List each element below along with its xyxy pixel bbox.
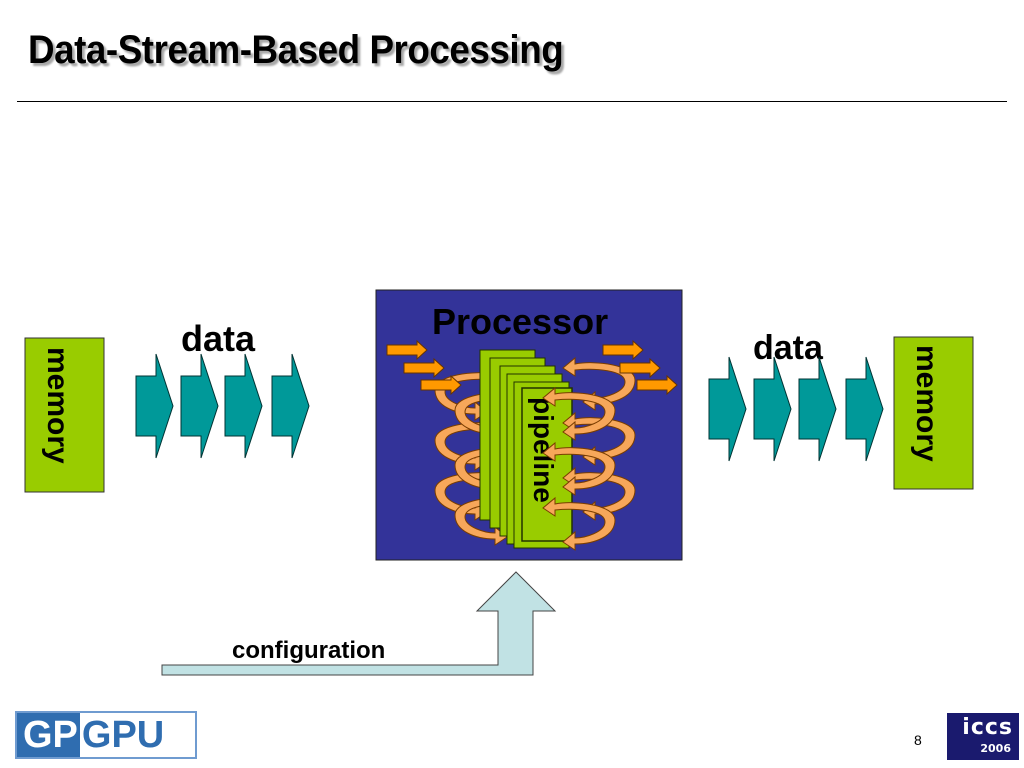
data-arrow-icon <box>845 356 884 462</box>
configuration-label: configuration <box>232 637 385 664</box>
output-data-arrows <box>708 356 884 462</box>
iccs-logo-year: 2006 <box>980 742 1011 755</box>
processor-block: Processor pipeline <box>375 289 683 561</box>
slide-title: Data-Stream-Based Processing <box>28 28 564 72</box>
left-memory-label: memory <box>41 347 74 464</box>
processor-label: Processor <box>432 301 608 342</box>
data-arrow-icon <box>708 356 747 462</box>
page-number: 8 <box>914 732 922 748</box>
iccs-logo-text: iccs <box>962 715 1013 740</box>
configuration-arrow: configuration <box>161 571 557 676</box>
data-arrow-icon <box>135 353 174 459</box>
output-data-label: data <box>753 329 824 367</box>
data-arrow-icon <box>271 353 310 459</box>
input-data-label: data <box>181 318 256 359</box>
gpgpu-logo-part1: GP <box>17 713 80 757</box>
left-memory-block: memory <box>24 337 105 493</box>
data-arrow-icon <box>753 356 792 462</box>
pipeline-stack: pipeline <box>479 349 573 549</box>
right-memory-block: memory <box>893 336 974 490</box>
iccs-logo: iccs 2006 <box>947 713 1019 760</box>
input-data-arrows <box>135 353 310 459</box>
title-divider <box>17 101 1007 102</box>
gpgpu-logo: GP GPU <box>15 711 197 759</box>
gpgpu-logo-part2: GPU <box>81 714 165 756</box>
right-memory-label: memory <box>910 345 943 462</box>
data-arrow-icon <box>798 356 837 462</box>
data-arrow-icon <box>180 353 219 459</box>
data-arrow-icon <box>224 353 263 459</box>
